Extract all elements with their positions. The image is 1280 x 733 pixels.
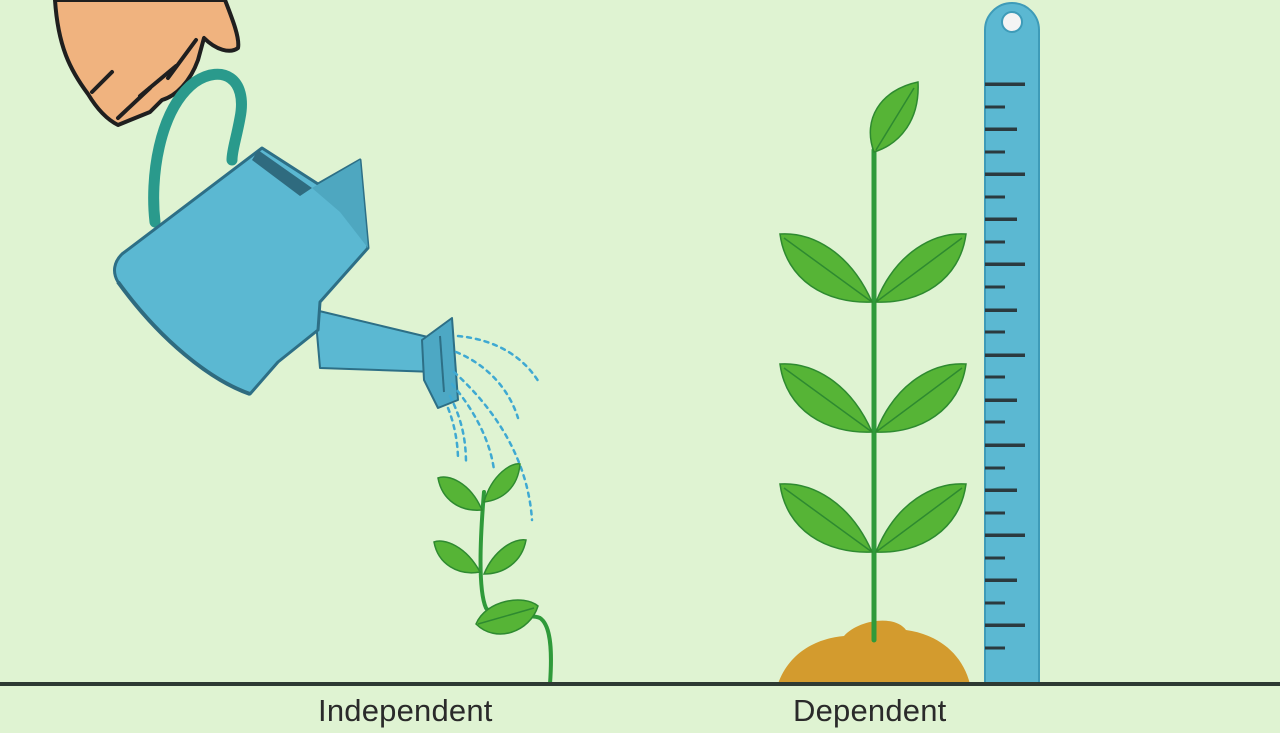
- measuring-ruler: [984, 2, 1040, 685]
- ruler-tick: [985, 127, 1017, 131]
- independent-label: Independent: [318, 693, 493, 728]
- ruler-tick: [985, 398, 1017, 402]
- ruler-tick: [985, 172, 1025, 176]
- ruler-tick: [985, 105, 1005, 109]
- ruler-tick: [985, 150, 1005, 154]
- ruler-tick: [985, 646, 1005, 650]
- hand: [53, 0, 241, 127]
- ruler-tick: [985, 623, 1025, 627]
- ruler-tick: [985, 601, 1005, 605]
- ruler-tick: [985, 466, 1005, 470]
- soil-mound: [778, 620, 970, 684]
- dependent-label: Dependent: [793, 693, 947, 728]
- ruler-tick: [985, 375, 1005, 379]
- ruler-tick: [985, 262, 1025, 266]
- ruler-tick: [985, 308, 1017, 312]
- ground-line: [0, 682, 1280, 686]
- ruler-tick: [985, 240, 1005, 244]
- watering-can: [113, 68, 459, 409]
- ruler-tick: [985, 533, 1025, 537]
- ruler-tick: [985, 556, 1005, 560]
- water-stream: [446, 334, 542, 522]
- ruler-tick: [985, 195, 1005, 199]
- ruler-tick: [985, 285, 1005, 289]
- ruler-tick: [985, 353, 1025, 357]
- ruler-tick: [985, 420, 1005, 424]
- small-plant: [433, 463, 553, 686]
- ruler-ticks: [985, 82, 1025, 650]
- ruler-tick: [985, 488, 1017, 492]
- ruler-tick: [985, 578, 1017, 582]
- ruler-tick: [985, 82, 1025, 86]
- ruler-tick: [985, 511, 1005, 515]
- ruler-tick: [985, 443, 1025, 447]
- ruler-tick: [985, 330, 1005, 334]
- tall-plant: [779, 81, 967, 643]
- ruler-tick: [985, 217, 1017, 221]
